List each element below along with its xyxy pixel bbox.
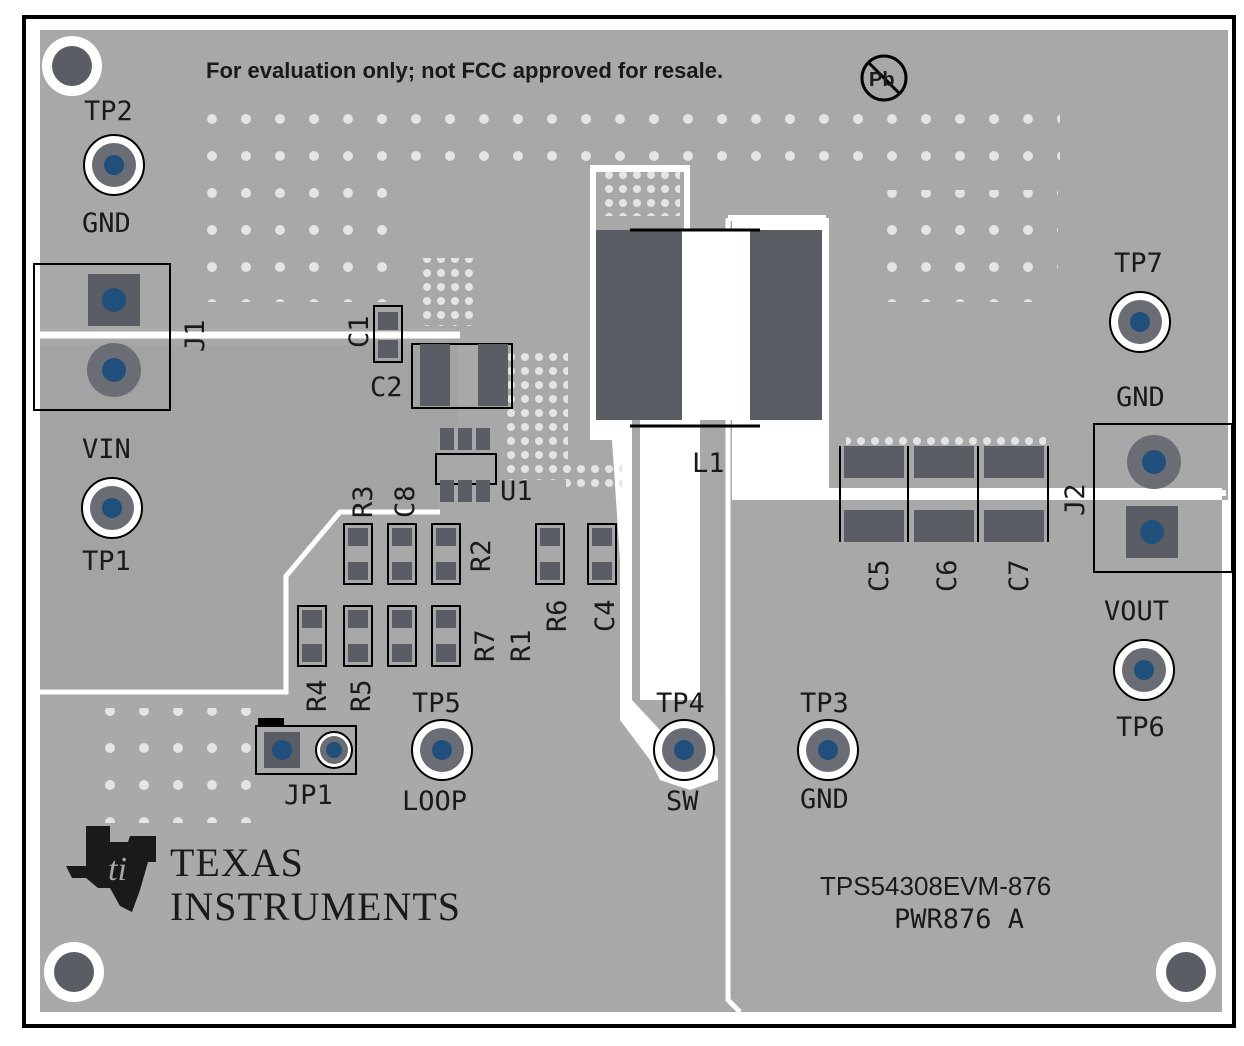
logo-line1: Texas <box>170 840 304 885</box>
logo-line2: Instruments <box>170 884 461 929</box>
tp6-label: TP6 <box>1116 712 1165 743</box>
tp5-net-label: LOOP <box>402 786 467 817</box>
connector-j1[interactable] <box>33 263 171 411</box>
via-field <box>94 102 1060 823</box>
tp3-net-label: GND <box>800 784 849 815</box>
tp1-net-label: VIN <box>82 434 131 465</box>
r5-label: R5 <box>346 679 377 712</box>
r2-label: R2 <box>466 539 497 572</box>
r6-label: R6 <box>542 599 573 632</box>
tp7-net-label: GND <box>1116 382 1165 413</box>
testpoint-tp4[interactable] <box>653 719 715 781</box>
capacitor-c1[interactable] <box>373 305 403 363</box>
tp4-label: TP4 <box>656 688 705 719</box>
inductor-l1[interactable] <box>596 228 822 428</box>
l1-label: L1 <box>692 448 725 479</box>
c7-label: C7 <box>1004 559 1035 592</box>
testpoint-tp7[interactable] <box>1109 291 1171 353</box>
r4-label: R4 <box>302 679 333 712</box>
ti-logo-icon: ti <box>66 826 156 912</box>
tp2-net-label: GND <box>82 208 131 239</box>
c1-label: C1 <box>344 315 375 348</box>
testpoint-tp1[interactable] <box>81 477 143 539</box>
c8-label: C8 <box>390 485 421 518</box>
jp1-label: JP1 <box>284 780 333 811</box>
lead-free-icon: Pb <box>860 54 908 102</box>
fcc-notice: For evaluation only; not FCC approved fo… <box>206 58 723 83</box>
tp1-label: TP1 <box>82 546 131 577</box>
component-grid <box>297 523 617 667</box>
j1-label: J1 <box>180 319 211 352</box>
jumper-jp1[interactable] <box>255 718 357 775</box>
ic-u1[interactable] <box>435 428 497 502</box>
connector-j2[interactable] <box>1093 423 1233 573</box>
board-name: TPS54308EVM-876 <box>820 871 1051 901</box>
pb-mark: Pb <box>869 69 895 91</box>
c6-label: C6 <box>932 559 963 592</box>
mounting-holes <box>42 36 1216 1002</box>
capacitor-c5-c7[interactable] <box>839 446 1049 542</box>
testpoint-tp6[interactable] <box>1113 639 1175 701</box>
testpoint-tp3[interactable] <box>797 719 859 781</box>
r7-label: R7 <box>470 629 501 662</box>
c4-label: C4 <box>590 599 621 632</box>
tp4-net-label: SW <box>666 786 699 817</box>
capacitor-c2[interactable] <box>411 343 513 409</box>
tp6-net-label: VOUT <box>1104 596 1169 627</box>
board-rev: PWR876 A <box>894 904 1024 935</box>
j2-label: J2 <box>1060 483 1091 516</box>
c5-label: C5 <box>864 559 895 592</box>
u1-label: U1 <box>500 476 533 507</box>
tp2-label: TP2 <box>84 96 133 127</box>
tp5-label: TP5 <box>412 688 461 719</box>
r3-label: R3 <box>348 485 379 518</box>
c2-label: C2 <box>370 372 403 403</box>
tp7-label: TP7 <box>1114 248 1163 279</box>
tp3-label: TP3 <box>800 688 849 719</box>
testpoint-tp2[interactable] <box>83 134 145 196</box>
svg-text:ti: ti <box>108 851 127 888</box>
r1-label: R1 <box>506 629 537 662</box>
testpoint-tp5[interactable] <box>411 719 473 781</box>
